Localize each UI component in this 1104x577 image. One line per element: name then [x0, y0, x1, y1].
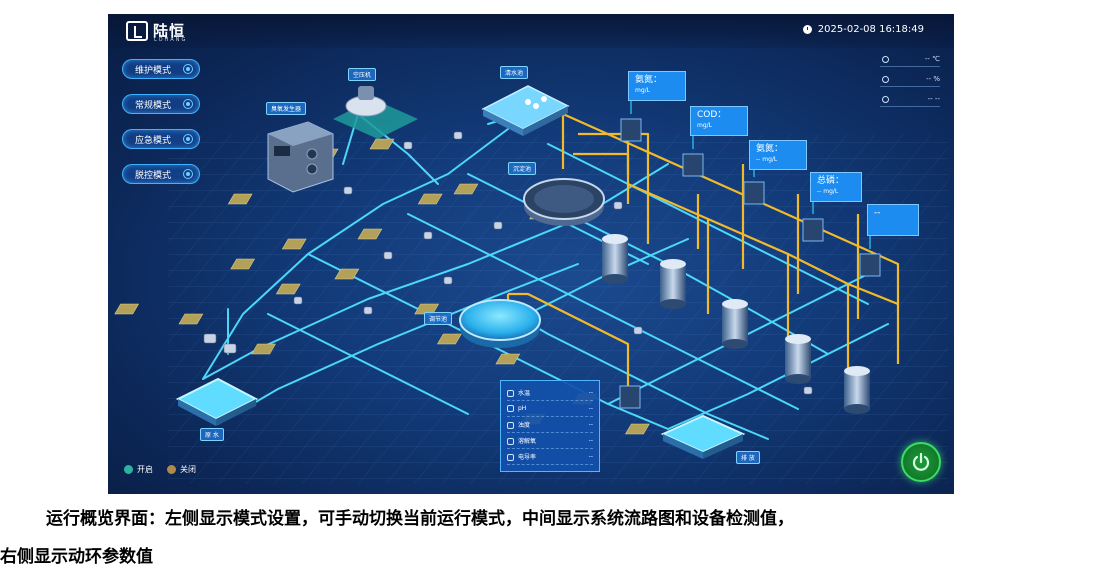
water-quality-row-temperature: 水温 --: [507, 385, 593, 401]
label-sedimentation-tank: 沉淀池: [508, 162, 537, 175]
row-label: 水温: [518, 390, 531, 397]
monitor-cod[interactable]: COD： mg/L: [690, 106, 748, 136]
row-label: pH: [518, 405, 527, 412]
mode-button-out-of-control[interactable]: 脱控模式: [122, 164, 200, 184]
legend-item-open: 开启: [124, 464, 153, 475]
water-quality-row-conductivity: 电导率 --: [507, 449, 593, 465]
row-value: --: [588, 389, 593, 396]
label-clear-water-pool: 清水池: [500, 66, 529, 79]
row-label: 浊度: [518, 422, 531, 429]
row-label: 电导率: [518, 454, 537, 461]
radio-indicator-icon: [183, 169, 193, 179]
caption-line-1: 运行概览界面：左侧显示模式设置，可手动切换当前运行模式，中间显示系统流路图和设备…: [46, 509, 794, 529]
mode-button-emergency[interactable]: 应急模式: [122, 129, 200, 149]
env-param-humidity: -- %: [880, 72, 940, 87]
monitor-ammonia-2[interactable]: 氨氮： -- mg/L: [749, 140, 807, 170]
row-label: 溶解氧: [518, 438, 537, 445]
ph-icon: [507, 405, 514, 412]
power-icon: [912, 452, 930, 471]
water-quality-row-oxygen: 溶解氧 --: [507, 433, 593, 449]
water-quality-row-ph: pH --: [507, 401, 593, 417]
label-air-compressor: 空压机: [348, 68, 377, 81]
closed-swatch-icon: [167, 465, 176, 474]
radio-indicator-icon: [183, 99, 193, 109]
conductivity-icon: [507, 454, 514, 461]
label-regulating-tank: 调节池: [424, 312, 453, 325]
legend-label: 关闭: [180, 465, 196, 474]
clock: 2025-02-08 16:18:49: [802, 24, 924, 35]
water-quality-row-turbidity: 浊度 --: [507, 417, 593, 433]
label-raw-water: 原 水: [200, 428, 224, 441]
env-param-value: -- ℃: [924, 55, 940, 63]
monitor-unit: mg/L: [635, 87, 651, 94]
monitor-unit: -- mg/L: [817, 188, 839, 195]
logo-mark-icon: [126, 21, 148, 41]
row-value: --: [588, 405, 593, 412]
monitor-total-phosphorus[interactable]: 总磷： -- mg/L: [810, 172, 862, 202]
legend-label: 开启: [137, 465, 153, 474]
mode-button-normal[interactable]: 常规模式: [122, 94, 200, 114]
monitor-extra[interactable]: --: [867, 204, 919, 236]
brand-logo: 陆恒 LOHANG: [126, 20, 188, 43]
monitor-title: --: [874, 208, 881, 218]
legend-item-closed: 关闭: [167, 464, 196, 475]
power-button[interactable]: [901, 442, 941, 482]
monitor-unit: mg/L: [697, 122, 713, 129]
env-param-temperature: -- ℃: [880, 52, 940, 67]
water-temp-icon: [507, 390, 514, 397]
monitor-ammonia-1[interactable]: 氨氮： mg/L: [628, 71, 686, 101]
mode-button-label: 应急模式: [135, 135, 172, 146]
reaction-towers: [602, 234, 870, 414]
ozone-generator: [267, 121, 334, 193]
label-ozone-generator: 臭氧发生器: [266, 102, 307, 115]
air-compressor: [333, 86, 418, 139]
turbidity-icon: [507, 422, 514, 429]
pressure-icon: [882, 95, 889, 103]
mode-button-label: 维护模式: [135, 65, 172, 76]
env-param-value: -- %: [926, 75, 940, 83]
monitor-title: 氨氮：: [756, 144, 784, 154]
valve-icons: [114, 138, 650, 435]
water-quality-panel: 水温 -- pH -- 浊度 -- 溶解氧 -- 电导率 --: [500, 380, 600, 472]
brand-sub: LOHANG: [154, 37, 188, 43]
row-value: --: [588, 437, 593, 444]
top-bar: [108, 14, 954, 48]
env-param-pressure: -- --: [880, 92, 940, 107]
row-value: --: [588, 421, 593, 428]
scada-screen: 陆恒 LOHANG 2025-02-08 16:18:49 维护模式 常规模式 …: [108, 14, 954, 494]
datetime-text: 2025-02-08 16:18:49: [817, 24, 924, 35]
figure-caption: 运行概览界面：左侧显示模式设置，可手动切换当前运行模式，中间显示系统流路图和设备…: [0, 500, 1104, 576]
sedimentation-tank: [523, 178, 605, 226]
clock-icon: [802, 25, 812, 34]
monitor-title: 总磷：: [817, 176, 845, 186]
env-param-value: -- --: [927, 95, 940, 103]
status-legend: 开启 关闭: [124, 464, 196, 475]
row-value: --: [588, 453, 593, 460]
monitor-unit: -- mg/L: [756, 156, 778, 163]
open-swatch-icon: [124, 465, 133, 474]
discharge-pool: [660, 414, 746, 459]
humidity-icon: [882, 75, 889, 83]
mode-button-maintenance[interactable]: 维护模式: [122, 59, 200, 79]
regulating-tank: [459, 299, 541, 348]
label-discharge: 排 放: [736, 451, 760, 464]
mode-button-label: 常规模式: [135, 100, 172, 111]
mode-button-label: 脱控模式: [135, 170, 172, 181]
radio-indicator-icon: [183, 134, 193, 144]
monitor-title: COD：: [697, 110, 727, 120]
brand-name: 陆恒: [153, 21, 186, 40]
radio-indicator-icon: [183, 64, 193, 74]
clear-water-pool: [481, 85, 570, 136]
monitor-title: 氨氮：: [635, 75, 663, 85]
raw-water-pool: [175, 377, 259, 426]
analyzer-boxes: [619, 118, 881, 409]
temperature-icon: [882, 55, 889, 63]
dissolved-oxygen-icon: [507, 438, 514, 445]
caption-line-2: 右侧显示动环参数值: [0, 547, 153, 567]
